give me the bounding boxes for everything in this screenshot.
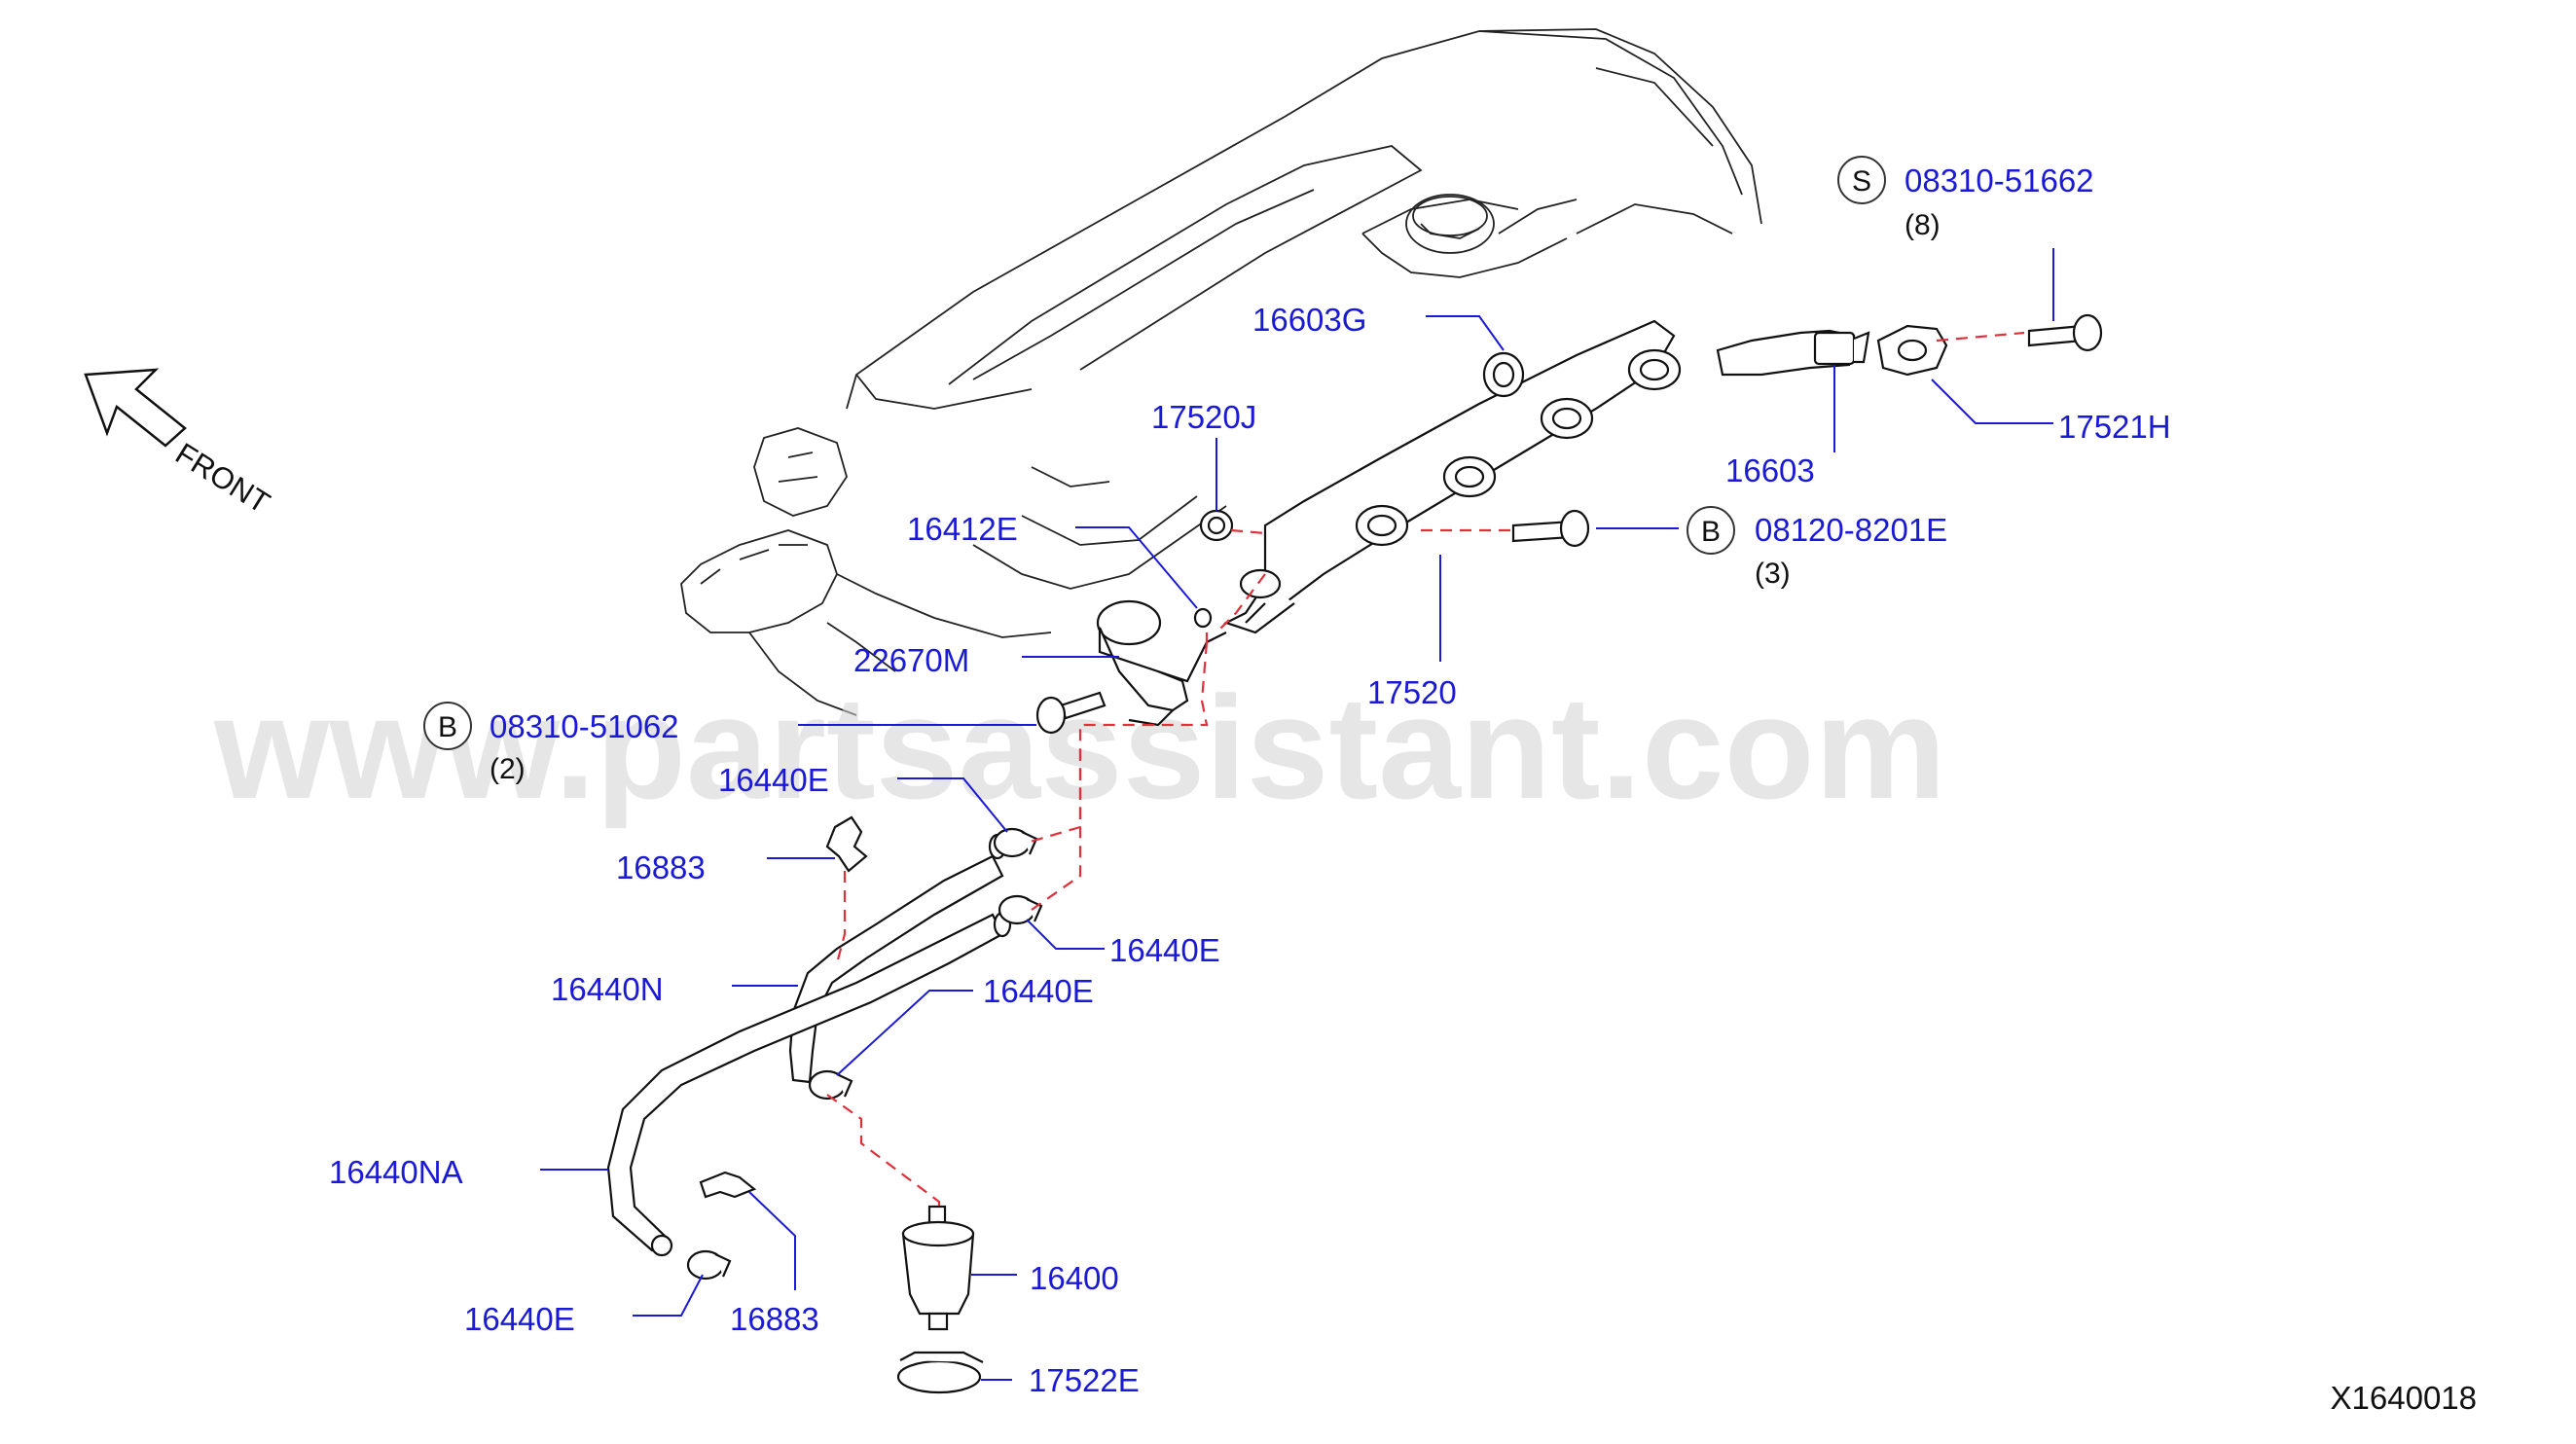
o-ring-part [1193,607,1213,629]
cap-17520j-part [1199,509,1234,542]
bolt-b2-badge-icon [423,702,472,750]
part-label-17520j[interactable]: 17520J [1151,399,1256,435]
part-label-16440n[interactable]: 16440N [551,971,664,1007]
engine-outline [680,28,1762,716]
part-label-16883-b[interactable]: 16883 [730,1301,819,1337]
part-label-17521h[interactable]: 17521H [2058,409,2171,445]
part-label-16603[interactable]: 16603 [1725,452,1815,488]
part-label-17520[interactable]: 17520 [1367,674,1457,710]
clip-part-b [699,1171,757,1199]
bolt-b1-qty: (3) [1755,558,1791,590]
bolt-b1-part [1511,509,1590,548]
gasket-part [1876,324,1948,377]
part-label-16440e-b[interactable]: 16440E [1109,932,1220,968]
part-label-16440e-c[interactable]: 16440E [983,973,1094,1009]
bolt-s-part [2027,313,2103,352]
bolt-b1-letter: B [1701,516,1721,548]
bolt-b2-letter: B [438,711,457,743]
bolt-s-letter: S [1852,165,1871,198]
seal-16603g-part [1482,351,1525,398]
clip-part-a [825,815,868,873]
part-label-16440na[interactable]: 16440NA [329,1154,463,1190]
clamp-part-c [808,1069,853,1101]
front-arrow-icon [84,368,187,448]
bolt-b2-qty: (2) [490,753,526,785]
fuel-filter-part [901,1205,975,1331]
assembly-lines [826,331,2025,1207]
part-label-16603g[interactable]: 16603G [1252,302,1366,338]
bolt-s-code: 08310-51662 [1905,162,2094,199]
bolt-s-qty: (8) [1905,209,1941,241]
fuel-hoses [606,833,1012,1257]
clamp-part-a [993,827,1038,858]
fuel-rail-part [1223,319,1682,634]
part-label-16400[interactable]: 16400 [1030,1260,1119,1296]
pressure-regulator-part [1096,599,1227,727]
part-label-17522e[interactable]: 17522E [1029,1362,1140,1398]
bolt-callout-b2[interactable]: B 08310-51062 (2) [423,702,679,785]
front-label: FRONT [169,436,275,520]
bolt-callout-b1[interactable]: B 08120-8201E (3) [1687,506,1947,590]
diagram-code: X1640018 [2331,1380,2477,1416]
bolt-callout-s[interactable]: S 08310-51662 (8) [1837,156,2094,241]
bolt-b1-badge-icon [1687,506,1735,555]
part-label-16440e-a[interactable]: 16440E [718,762,829,798]
part-label-16412e[interactable]: 16412E [907,511,1018,547]
bracket-part [896,1351,984,1394]
part-label-22670m[interactable]: 22670M [853,642,969,678]
bolt-s-badge-icon [1837,156,1886,204]
part-label-16440e-d[interactable]: 16440E [464,1301,575,1337]
bolt-b2-part [1035,691,1107,735]
watermark: www.partsassistant.com [213,666,1946,829]
injector-part [1716,329,1870,377]
clamp-part-b [998,894,1043,925]
leader-lines [540,248,2054,1381]
clamp-part-d [686,1249,732,1281]
part-label-16883-a[interactable]: 16883 [616,849,706,885]
bolt-b1-code: 08120-8201E [1755,512,1947,548]
bolt-b2-code: 08310-51062 [490,708,679,744]
